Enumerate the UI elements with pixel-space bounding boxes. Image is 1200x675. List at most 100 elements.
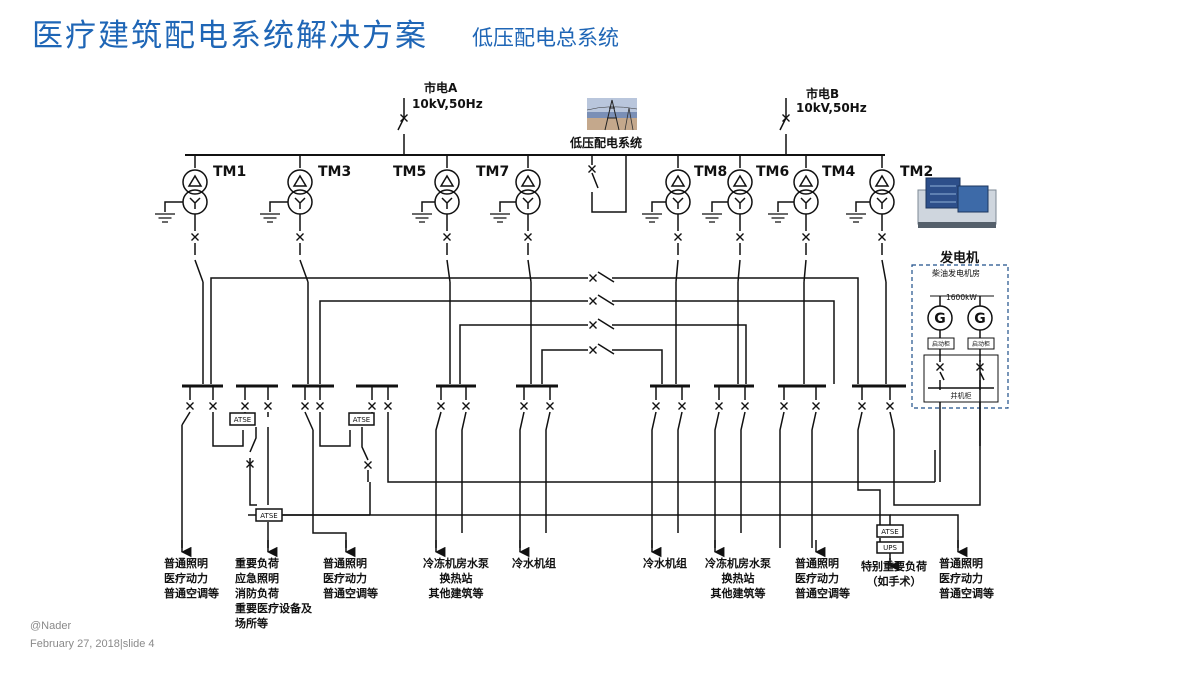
- transformer-tm5: [411, 155, 460, 384]
- svg-text:冷水机组: 冷水机组: [643, 556, 687, 570]
- svg-text:重要医疗设备及: 重要医疗设备及: [235, 601, 313, 615]
- svg-text:消防负荷: 消防负荷: [235, 586, 279, 600]
- ups-box: UPS: [876, 541, 904, 554]
- incoming-line-a: [397, 98, 409, 155]
- svg-text:医疗动力: 医疗动力: [323, 571, 367, 585]
- load-group-7: 冷冻机房水泵 换热站 其他建筑等: [705, 556, 771, 600]
- transformer-tm3-primary-winding: [287, 169, 313, 195]
- svg-text:重要负荷: 重要负荷: [235, 556, 279, 570]
- svg-text:应急照明: 应急照明: [235, 571, 279, 585]
- svg-text:医疗动力: 医疗动力: [164, 571, 208, 585]
- svg-text:普通空调等: 普通空调等: [323, 586, 378, 600]
- transformer-tm2: [845, 155, 895, 384]
- label-tm7: TM7: [476, 164, 509, 180]
- generator-image: [917, 177, 997, 228]
- transformer-tm4-primary-winding: [793, 169, 819, 195]
- svg-text:冷冻机房水泵: 冷冻机房水泵: [705, 556, 771, 570]
- transformer-tm4: [767, 155, 819, 384]
- load-arrows: [180, 540, 968, 572]
- generator-power: 1600kW: [946, 293, 977, 302]
- label-tm1: TM1: [213, 164, 246, 180]
- transformer-tm8-primary-winding: [665, 169, 691, 195]
- page-title: 医疗建筑配电系统解决方案: [32, 18, 428, 54]
- transformer-tm1-primary-winding: [182, 169, 208, 195]
- transmission-tower-image: [586, 98, 638, 131]
- svg-text:普通照明: 普通照明: [939, 556, 983, 570]
- source-b-name: 市电B: [806, 86, 839, 101]
- svg-text:换热站: 换热站: [440, 571, 473, 585]
- transformer-tm6: [701, 155, 753, 384]
- svg-text:医疗动力: 医疗动力: [795, 571, 839, 585]
- svg-text:冷冻机房水泵: 冷冻机房水泵: [423, 556, 489, 570]
- svg-text:冷水机组: 冷水机组: [512, 556, 556, 570]
- svg-text:其他建筑等: 其他建筑等: [711, 586, 766, 600]
- load-group-6: 冷水机组: [643, 556, 687, 570]
- svg-text:UPS: UPS: [883, 544, 897, 552]
- svg-text:场所等: 场所等: [235, 616, 268, 630]
- label-tm8: TM8: [694, 164, 727, 180]
- load-group-9: 特别重要负荷 （如手术）: [861, 559, 927, 588]
- outgoing-feeders: [181, 360, 981, 560]
- system-label: 低压配电系统: [569, 135, 642, 150]
- transformer-tm5-primary-winding: [434, 169, 460, 195]
- svg-text:其他建筑等: 其他建筑等: [429, 586, 484, 600]
- svg-text:启动柜: 启动柜: [932, 340, 950, 348]
- generator-g2-symbol: G: [974, 311, 986, 327]
- label-tm2: TM2: [900, 164, 933, 180]
- transformer-tm7: [489, 155, 541, 384]
- hv-tie-switch: [587, 155, 627, 213]
- load-group-8: 普通照明 医疗动力 普通空调等: [795, 556, 850, 600]
- load-group-3: 普通照明 医疗动力 普通空调等: [323, 556, 378, 600]
- load-group-1: 普通照明 医疗动力 普通空调等: [164, 556, 219, 600]
- atse-box-3: ATSE: [255, 508, 283, 522]
- incoming-line-b: [779, 98, 791, 155]
- label-tm5: TM5: [393, 164, 426, 180]
- source-b-spec: 10kV,50Hz: [796, 101, 867, 115]
- generator-g1-symbol: G: [934, 311, 946, 327]
- svg-text:并机柜: 并机柜: [951, 391, 972, 400]
- transformer-tm8: [641, 155, 691, 384]
- page-subtitle: 低压配电总系统: [472, 26, 619, 50]
- svg-text:（如手术）: （如手术）: [867, 574, 922, 588]
- generator-room-box: [911, 264, 1009, 409]
- svg-text:普通空调等: 普通空调等: [795, 586, 850, 600]
- svg-text:医疗动力: 医疗动力: [939, 571, 983, 585]
- svg-text:普通照明: 普通照明: [323, 556, 367, 570]
- parallel-cabinet: [923, 354, 999, 403]
- svg-text:换热站: 换热站: [722, 571, 755, 585]
- footer-author: @Nader: [30, 620, 72, 632]
- svg-text:普通空调等: 普通空调等: [164, 586, 219, 600]
- svg-text:ATSE: ATSE: [234, 416, 251, 424]
- label-tm6: TM6: [756, 164, 789, 180]
- svg-text:ATSE: ATSE: [260, 512, 277, 520]
- svg-text:启动柜: 启动柜: [972, 340, 990, 348]
- generator-room-label: 柴油发电机房: [932, 268, 980, 278]
- svg-text:普通照明: 普通照明: [795, 556, 839, 570]
- svg-text:普通照明: 普通照明: [164, 556, 208, 570]
- transformer-tm3: [259, 155, 313, 384]
- source-a-name: 市电A: [424, 80, 458, 95]
- source-a-spec: 10kV,50Hz: [412, 97, 483, 111]
- start-cabinet-1: [927, 337, 955, 350]
- bus-tie-lines: [210, 271, 859, 384]
- atse-box-4: ATSE: [876, 524, 904, 538]
- svg-text:特别重要负荷: 特别重要负荷: [861, 559, 927, 573]
- atse-box-1: ATSE: [229, 412, 256, 426]
- label-tm4: TM4: [822, 164, 855, 180]
- transformer-tm6-primary-winding: [727, 169, 753, 195]
- start-cabinet-2: [967, 337, 995, 350]
- transformer-tm2-primary-winding: [869, 169, 895, 195]
- footer-date-slide: February 27, 2018|slide 4: [30, 638, 155, 650]
- svg-text:ATSE: ATSE: [353, 416, 370, 424]
- load-group-4: 冷冻机房水泵 换热站 其他建筑等: [423, 556, 489, 600]
- transformer-tm1: [154, 155, 208, 384]
- load-group-5: 冷水机组: [512, 556, 556, 570]
- load-group-10: 普通照明 医疗动力 普通空调等: [939, 556, 994, 600]
- load-group-2: 重要负荷 应急照明 消防负荷 重要医疗设备及 场所等: [235, 556, 313, 630]
- atse-box-2: ATSE: [348, 412, 375, 426]
- svg-text:普通空调等: 普通空调等: [939, 586, 994, 600]
- svg-text:ATSE: ATSE: [881, 528, 898, 536]
- generator-title: 发电机: [939, 250, 979, 266]
- transformer-tm7-primary-winding: [515, 169, 541, 195]
